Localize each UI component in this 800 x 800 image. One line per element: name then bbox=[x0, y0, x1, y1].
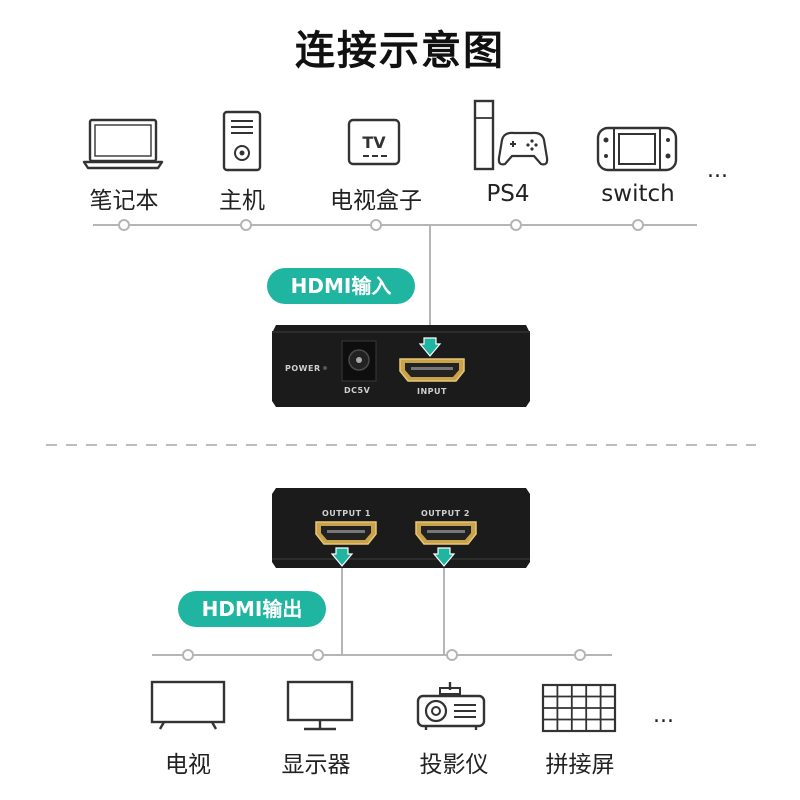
bus-node bbox=[370, 219, 382, 231]
output1-label: OUTPUT 1 bbox=[322, 509, 371, 518]
hdmi-output-label: HDMI输出 bbox=[178, 591, 326, 627]
input-port-label: INPUT bbox=[417, 387, 447, 396]
device-label-projector: 投影仪 bbox=[419, 752, 489, 778]
splitter-output-side bbox=[272, 488, 530, 568]
more-input-devices: ... bbox=[707, 158, 728, 183]
pc-tower-icon bbox=[222, 110, 262, 172]
arrow-down-icon bbox=[432, 547, 456, 567]
diagram-title: 连接示意图 bbox=[295, 28, 505, 74]
device-label-tv: 电视 bbox=[165, 752, 211, 778]
output2-label: OUTPUT 2 bbox=[421, 509, 470, 518]
device-label-laptop: 笔记本 bbox=[89, 188, 159, 214]
device-label-monitor: 显示器 bbox=[281, 752, 351, 778]
bus-node bbox=[446, 649, 458, 661]
power-led bbox=[323, 366, 327, 370]
splitter-input-side bbox=[272, 325, 530, 407]
projector-icon bbox=[416, 682, 486, 730]
bus-node bbox=[510, 219, 522, 231]
device-label-switch: switch bbox=[601, 181, 675, 207]
tv-box-icon-text: TV bbox=[362, 133, 386, 152]
device-label-tv-box: 电视盒子 bbox=[330, 188, 422, 214]
power-label: POWER bbox=[285, 364, 321, 373]
tv-icon bbox=[150, 680, 226, 730]
laptop-icon bbox=[82, 118, 164, 170]
monitor-icon bbox=[286, 680, 354, 731]
bus-node bbox=[574, 649, 586, 661]
device-label-video-wall: 拼接屏 bbox=[545, 752, 615, 778]
bus-node bbox=[118, 219, 130, 231]
bus-node bbox=[312, 649, 324, 661]
device-label-pc: 主机 bbox=[219, 188, 265, 214]
hdmi-input-label: HDMI输入 bbox=[267, 268, 415, 304]
video-wall-icon bbox=[541, 683, 617, 733]
tv-box-icon: TV bbox=[347, 118, 401, 166]
dc5v-label: DC5V bbox=[344, 386, 371, 395]
ps4-console-icon bbox=[473, 99, 549, 171]
more-output-devices: ... bbox=[653, 703, 674, 728]
device-label-ps4: PS4 bbox=[486, 181, 530, 207]
switch-console-icon bbox=[596, 126, 678, 172]
bus-node bbox=[632, 219, 644, 231]
bus-node bbox=[240, 219, 252, 231]
bus-node bbox=[182, 649, 194, 661]
arrow-down-icon bbox=[418, 337, 442, 357]
arrow-down-icon bbox=[330, 547, 354, 567]
